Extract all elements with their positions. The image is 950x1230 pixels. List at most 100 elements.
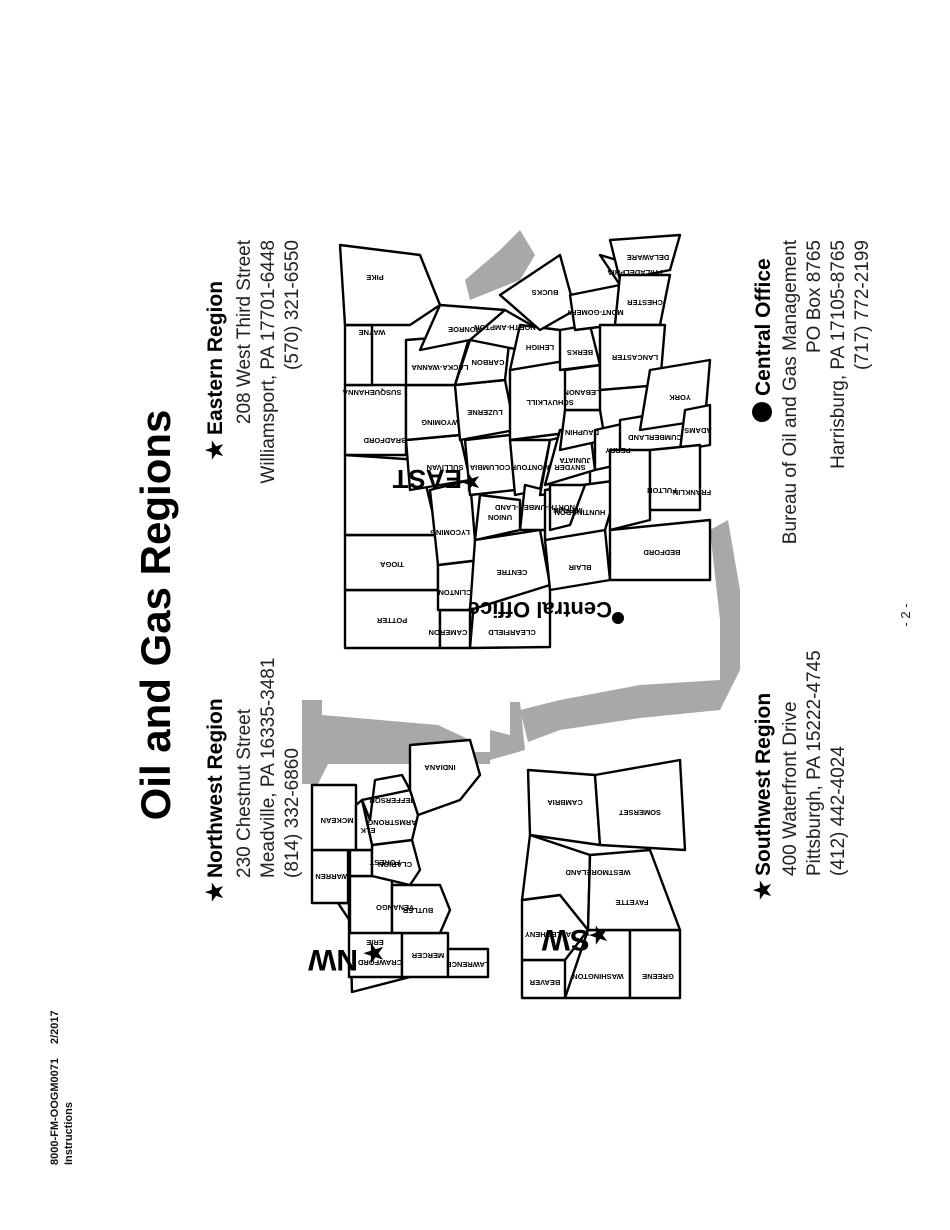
county-label: LEBANON <box>563 388 600 397</box>
eastern-map-label: EAST <box>393 464 462 494</box>
county-label: BRADFORD <box>363 436 406 445</box>
county-label: WASHINGTON <box>572 972 624 981</box>
county-label: VENANGO <box>376 903 414 912</box>
county-label: CLARION <box>378 860 412 869</box>
county-label: LACKA-WANNA <box>411 363 469 372</box>
county-label: CUMBERLAND <box>628 433 682 442</box>
southwest-region-name: Southwest Region <box>752 693 775 876</box>
county-label: MCKEAN <box>321 816 354 825</box>
county-label: LEHIGH <box>526 343 554 352</box>
county-label: FRANKLIN <box>673 488 711 497</box>
star-icon: ★ <box>586 925 611 945</box>
county-label: POTTER <box>376 616 407 625</box>
page-number: - 2 - <box>898 603 913 626</box>
county-label: MERCER <box>411 951 444 960</box>
county-label: BUCKS <box>532 288 559 297</box>
county-label: SCHUYLKILL <box>526 398 574 407</box>
county-label: LUZERNE <box>467 408 502 417</box>
county-label: BUTLER <box>402 906 433 915</box>
star-icon: ★ <box>202 440 227 460</box>
county-label: BEAVER <box>529 978 560 987</box>
county-label: ADAMS <box>684 426 712 435</box>
county-label: MONTOUR <box>510 463 549 472</box>
central-office-name: Central Office <box>752 258 775 396</box>
county-label: WYOMING <box>421 418 459 427</box>
northwest-region-name: Northwest Region <box>204 698 227 878</box>
county-label: FAYETTE <box>615 898 648 907</box>
southwest-address-line1: 400 Waterfront Drive <box>780 701 801 876</box>
central-address-line1: Bureau of Oil and Gas Management <box>780 239 801 544</box>
star-icon: ★ <box>750 880 775 900</box>
eastern-region-map: POTTER TIOGA BRADFORD SUSQUEHANNA WAYNE … <box>338 230 740 710</box>
page-title: Oil and Gas Regions <box>132 410 179 821</box>
county-label: JUNIATA <box>559 456 591 465</box>
county-label: FOREST <box>369 858 400 867</box>
county-label: PERRY <box>605 446 631 455</box>
county-label: LANCASTER <box>611 353 658 362</box>
northwest-address-line1: 230 Chestnut Street <box>234 708 255 878</box>
county-label: CHESTER <box>627 298 663 307</box>
county-label: PHILADELPHIA <box>607 268 663 277</box>
county-label: TIOGA <box>380 560 404 569</box>
county-label: CAMBRIA <box>547 798 583 807</box>
central-office-map-label: Central Office <box>468 597 612 622</box>
county-label: NORTH-AMPTON <box>474 323 536 332</box>
county-label: INDIANA <box>424 763 456 772</box>
northwest-phone: (814) 332-6860 <box>282 748 303 878</box>
county-label: LYCOMING <box>430 528 470 537</box>
southwest-region-info: ★ Southwest Region 400 Waterfront Drive … <box>750 650 849 900</box>
county-label: WESTMORELAND <box>565 868 631 877</box>
central-address-line3: Harrisburg, PA 17105-8765 <box>828 240 849 469</box>
central-address-line2: PO Box 8765 <box>804 240 825 353</box>
county-label: MONT-GOMERY <box>566 308 623 317</box>
county-label: SOMERSET <box>619 808 662 817</box>
central-phone: (717) 772-2199 <box>852 240 873 370</box>
star-icon: ★ <box>361 942 388 964</box>
central-office-marker <box>612 612 624 624</box>
eastern-region-name: Eastern Region <box>204 281 227 435</box>
county-label: COLUMBIA <box>469 463 510 472</box>
county-label: BEDFORD <box>643 548 681 557</box>
county-label: FULTON <box>647 486 677 495</box>
county-label: MONROE <box>448 325 482 334</box>
county-label: ERIE <box>366 938 384 947</box>
county-label: PIKE <box>366 273 384 282</box>
eastern-address-line2: Williamsport, PA 17701-6448 <box>258 240 279 484</box>
northwest-address-line2: Meadville, PA 16335-3481 <box>258 658 279 878</box>
county-label: CAMERON <box>429 628 468 637</box>
star-icon: ★ <box>458 472 483 492</box>
county-label: WAYNE <box>359 328 386 337</box>
southwest-map-label: SW <box>541 923 590 956</box>
southwest-region-map: BEAVER ALLEGHENY WASHINGTON GREENE WESTM… <box>520 680 720 1000</box>
central-office-info: Central Office Bureau of Oil and Gas Man… <box>752 239 873 544</box>
county-label: WARREN <box>315 872 348 881</box>
county-label: BERKS <box>567 348 593 357</box>
county-label: CLEARFIELD <box>488 628 536 637</box>
county-label: HUNTINGDON <box>555 508 606 517</box>
northwest-map-label: NW <box>307 943 358 976</box>
county-label: DAUPHIN <box>565 428 599 437</box>
county-label: NORTH-UMBER-LAND <box>494 503 575 512</box>
county-label: YORK <box>669 393 691 402</box>
county-label: CENTRE <box>497 568 528 577</box>
northwest-region-info: ★ Northwest Region 230 Chestnut Street M… <box>202 658 303 902</box>
eastern-region-info: ★ Eastern Region 208 West Third Street W… <box>202 239 303 483</box>
county-label: GREENE <box>642 972 674 981</box>
dot-icon <box>752 402 772 422</box>
county-label: ALLEGHENY <box>525 930 571 939</box>
county-label: SNYDER <box>554 463 586 472</box>
county-label: CLINTON <box>438 588 471 597</box>
southwest-address-line2: Pittsburgh, PA 15222-4745 <box>804 650 825 876</box>
county-label: CRAWFORD <box>357 958 402 967</box>
county-label: DELAWARE <box>627 253 670 262</box>
county-label: LAWRENCE <box>447 960 490 969</box>
star-icon: ★ <box>202 882 227 902</box>
county-label: UNION <box>488 513 512 522</box>
county-label: CARBON <box>472 358 505 367</box>
eastern-phone: (570) 321-6550 <box>282 240 303 370</box>
county-label: MIFFLIN <box>553 506 583 515</box>
county-label: SULLIVAN <box>427 463 464 472</box>
